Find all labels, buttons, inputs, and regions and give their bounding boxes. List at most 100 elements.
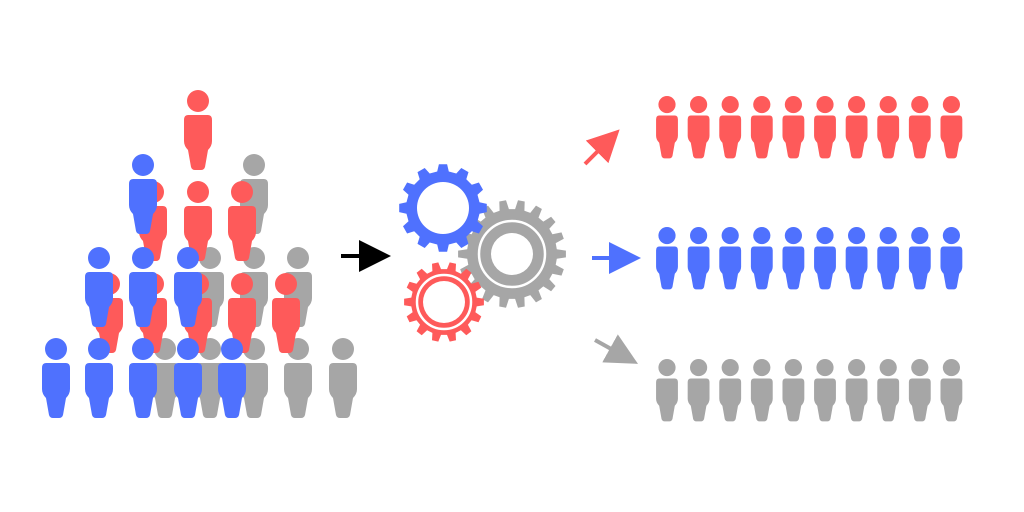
gears-process bbox=[399, 164, 566, 342]
person-body bbox=[877, 246, 900, 290]
person-body bbox=[908, 378, 931, 422]
gray-down-arrow bbox=[594, 334, 638, 364]
gray-gear bbox=[458, 200, 566, 308]
person-head bbox=[690, 227, 708, 245]
person-head bbox=[88, 338, 110, 360]
person-head bbox=[911, 96, 929, 114]
red-person bbox=[184, 181, 212, 261]
person-body bbox=[272, 298, 300, 353]
gray-output-person bbox=[656, 359, 678, 422]
person-head bbox=[690, 96, 708, 114]
person-head bbox=[243, 154, 265, 176]
person-head bbox=[132, 338, 154, 360]
gray-output-person bbox=[814, 359, 836, 422]
person-head bbox=[88, 247, 110, 269]
person-body bbox=[184, 206, 212, 261]
red-gear bbox=[404, 262, 484, 342]
blue-person bbox=[85, 247, 113, 327]
person-head bbox=[721, 359, 739, 377]
person-body bbox=[85, 363, 113, 418]
gray-person bbox=[284, 338, 312, 418]
person-head bbox=[942, 96, 960, 114]
person-head bbox=[231, 273, 253, 295]
red-output-person bbox=[845, 96, 868, 159]
blue-person bbox=[218, 338, 246, 418]
gray-output-person bbox=[845, 359, 868, 422]
person-body bbox=[877, 378, 900, 422]
person-body bbox=[656, 115, 678, 159]
blue-output-person bbox=[750, 227, 773, 290]
gray-output-person bbox=[782, 359, 805, 422]
person-body bbox=[687, 115, 710, 159]
person-body bbox=[228, 206, 256, 261]
blue-output-person bbox=[845, 227, 868, 290]
gray-person bbox=[329, 338, 357, 418]
person-head bbox=[690, 359, 708, 377]
person-head bbox=[784, 227, 802, 245]
person-body bbox=[782, 378, 805, 422]
person-body bbox=[129, 272, 157, 327]
person-body bbox=[218, 363, 246, 418]
person-head bbox=[879, 96, 897, 114]
person-head bbox=[132, 247, 154, 269]
output-groups bbox=[656, 96, 963, 422]
person-head bbox=[879, 227, 897, 245]
person-body bbox=[129, 363, 157, 418]
blue-person bbox=[42, 338, 70, 418]
red-up-arrow bbox=[583, 129, 620, 166]
person-head bbox=[816, 227, 834, 245]
person-head bbox=[816, 96, 834, 114]
person-head bbox=[231, 181, 253, 203]
person-head bbox=[187, 90, 209, 112]
person-body bbox=[845, 115, 868, 159]
person-head bbox=[911, 359, 929, 377]
red-output-person bbox=[750, 96, 773, 159]
person-body bbox=[782, 246, 805, 290]
red-output-row bbox=[656, 96, 963, 159]
person-body bbox=[940, 378, 963, 422]
person-body bbox=[845, 378, 868, 422]
red-output-person bbox=[656, 96, 678, 159]
gear-ring bbox=[415, 273, 473, 331]
person-body bbox=[940, 115, 963, 159]
person-body bbox=[719, 115, 742, 159]
person-head bbox=[658, 96, 676, 114]
person-head bbox=[848, 359, 866, 377]
red-output-person bbox=[814, 96, 836, 159]
gray-output-person bbox=[719, 359, 742, 422]
person-head bbox=[287, 247, 309, 269]
person-body bbox=[719, 246, 742, 290]
person-head bbox=[177, 247, 199, 269]
person-body bbox=[845, 246, 868, 290]
person-body bbox=[719, 378, 742, 422]
blue-output-person bbox=[782, 227, 805, 290]
person-body bbox=[940, 246, 963, 290]
person-body bbox=[656, 378, 678, 422]
red-person bbox=[228, 181, 256, 261]
person-head bbox=[879, 359, 897, 377]
gear-icon bbox=[399, 164, 487, 252]
blue-output-person bbox=[814, 227, 836, 290]
red-output-person bbox=[782, 96, 805, 159]
gray-output-person bbox=[940, 359, 963, 422]
person-body bbox=[814, 115, 836, 159]
blue-gear bbox=[399, 164, 487, 252]
blue-output-person bbox=[877, 227, 900, 290]
person-body bbox=[877, 115, 900, 159]
person-body bbox=[814, 246, 836, 290]
person-body bbox=[174, 363, 202, 418]
blue-output-person bbox=[908, 227, 931, 290]
person-body bbox=[151, 363, 179, 418]
person-body bbox=[908, 246, 931, 290]
red-output-person bbox=[687, 96, 710, 159]
gray-output-person bbox=[687, 359, 710, 422]
red-output-person bbox=[908, 96, 931, 159]
blue-person bbox=[129, 154, 157, 234]
person-head bbox=[784, 359, 802, 377]
person-head bbox=[45, 338, 67, 360]
red-person bbox=[272, 273, 300, 353]
gear-ring bbox=[477, 219, 547, 289]
gray-output-person bbox=[877, 359, 900, 422]
person-head bbox=[332, 338, 354, 360]
